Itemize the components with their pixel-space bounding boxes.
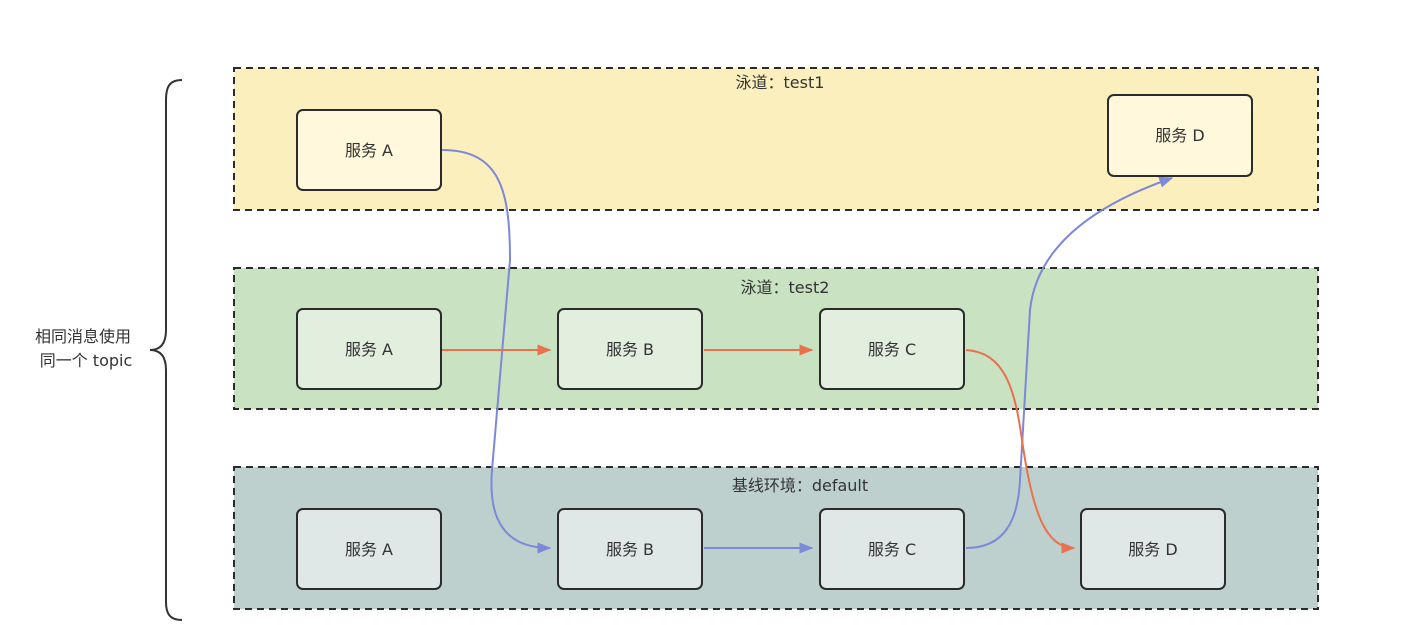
- brace-label-line2: 同一个 topic: [40, 351, 133, 370]
- node-box: [296, 508, 442, 590]
- edges: [441, 149, 1174, 554]
- node-test1-service-d[interactable]: 服务 D: [1107, 94, 1253, 177]
- node-label: 服务 B: [606, 340, 654, 359]
- node-box: [819, 508, 965, 590]
- edge-defaultc-to-test1d: [965, 176, 1174, 549]
- node-box: [296, 308, 442, 390]
- node-label: 服务 C: [868, 340, 916, 359]
- node-default-service-d[interactable]: 服务 D: [1080, 508, 1226, 590]
- node-box: [557, 508, 703, 590]
- node-default-service-b[interactable]: 服务 B: [557, 508, 703, 590]
- lane-default-title: 基线环境：default: [732, 476, 868, 495]
- lane-test1-title: 泳道：test1: [736, 73, 825, 92]
- brace-label-line1: 相同消息使用: [35, 327, 131, 346]
- node-default-service-a[interactable]: 服务 A: [296, 508, 442, 590]
- node-label: 服务 C: [868, 540, 916, 559]
- node-test1-service-a[interactable]: 服务 A: [296, 109, 442, 191]
- edge-test1a-to-defaultb: [441, 149, 552, 554]
- node-test2-service-c[interactable]: 服务 C: [819, 308, 965, 390]
- node-test2-service-b[interactable]: 服务 B: [557, 308, 703, 390]
- node-label: 服务 D: [1128, 540, 1177, 559]
- node-box: [819, 308, 965, 390]
- node-label: 服务 D: [1155, 126, 1204, 145]
- node-box: [1107, 94, 1253, 177]
- node-label: 服务 A: [345, 340, 393, 359]
- node-label: 服务 A: [345, 141, 393, 160]
- node-test2-service-a[interactable]: 服务 A: [296, 308, 442, 390]
- lane-test2-title: 泳道：test2: [741, 278, 830, 297]
- edge-test2c-to-defaultd: [965, 349, 1076, 554]
- node-box: [1080, 508, 1226, 590]
- node-label: 服务 B: [606, 540, 654, 559]
- node-label: 服务 A: [345, 540, 393, 559]
- node-box: [296, 109, 442, 191]
- brace-icon: [149, 79, 183, 621]
- node-default-service-c[interactable]: 服务 C: [819, 508, 965, 590]
- node-box: [557, 308, 703, 390]
